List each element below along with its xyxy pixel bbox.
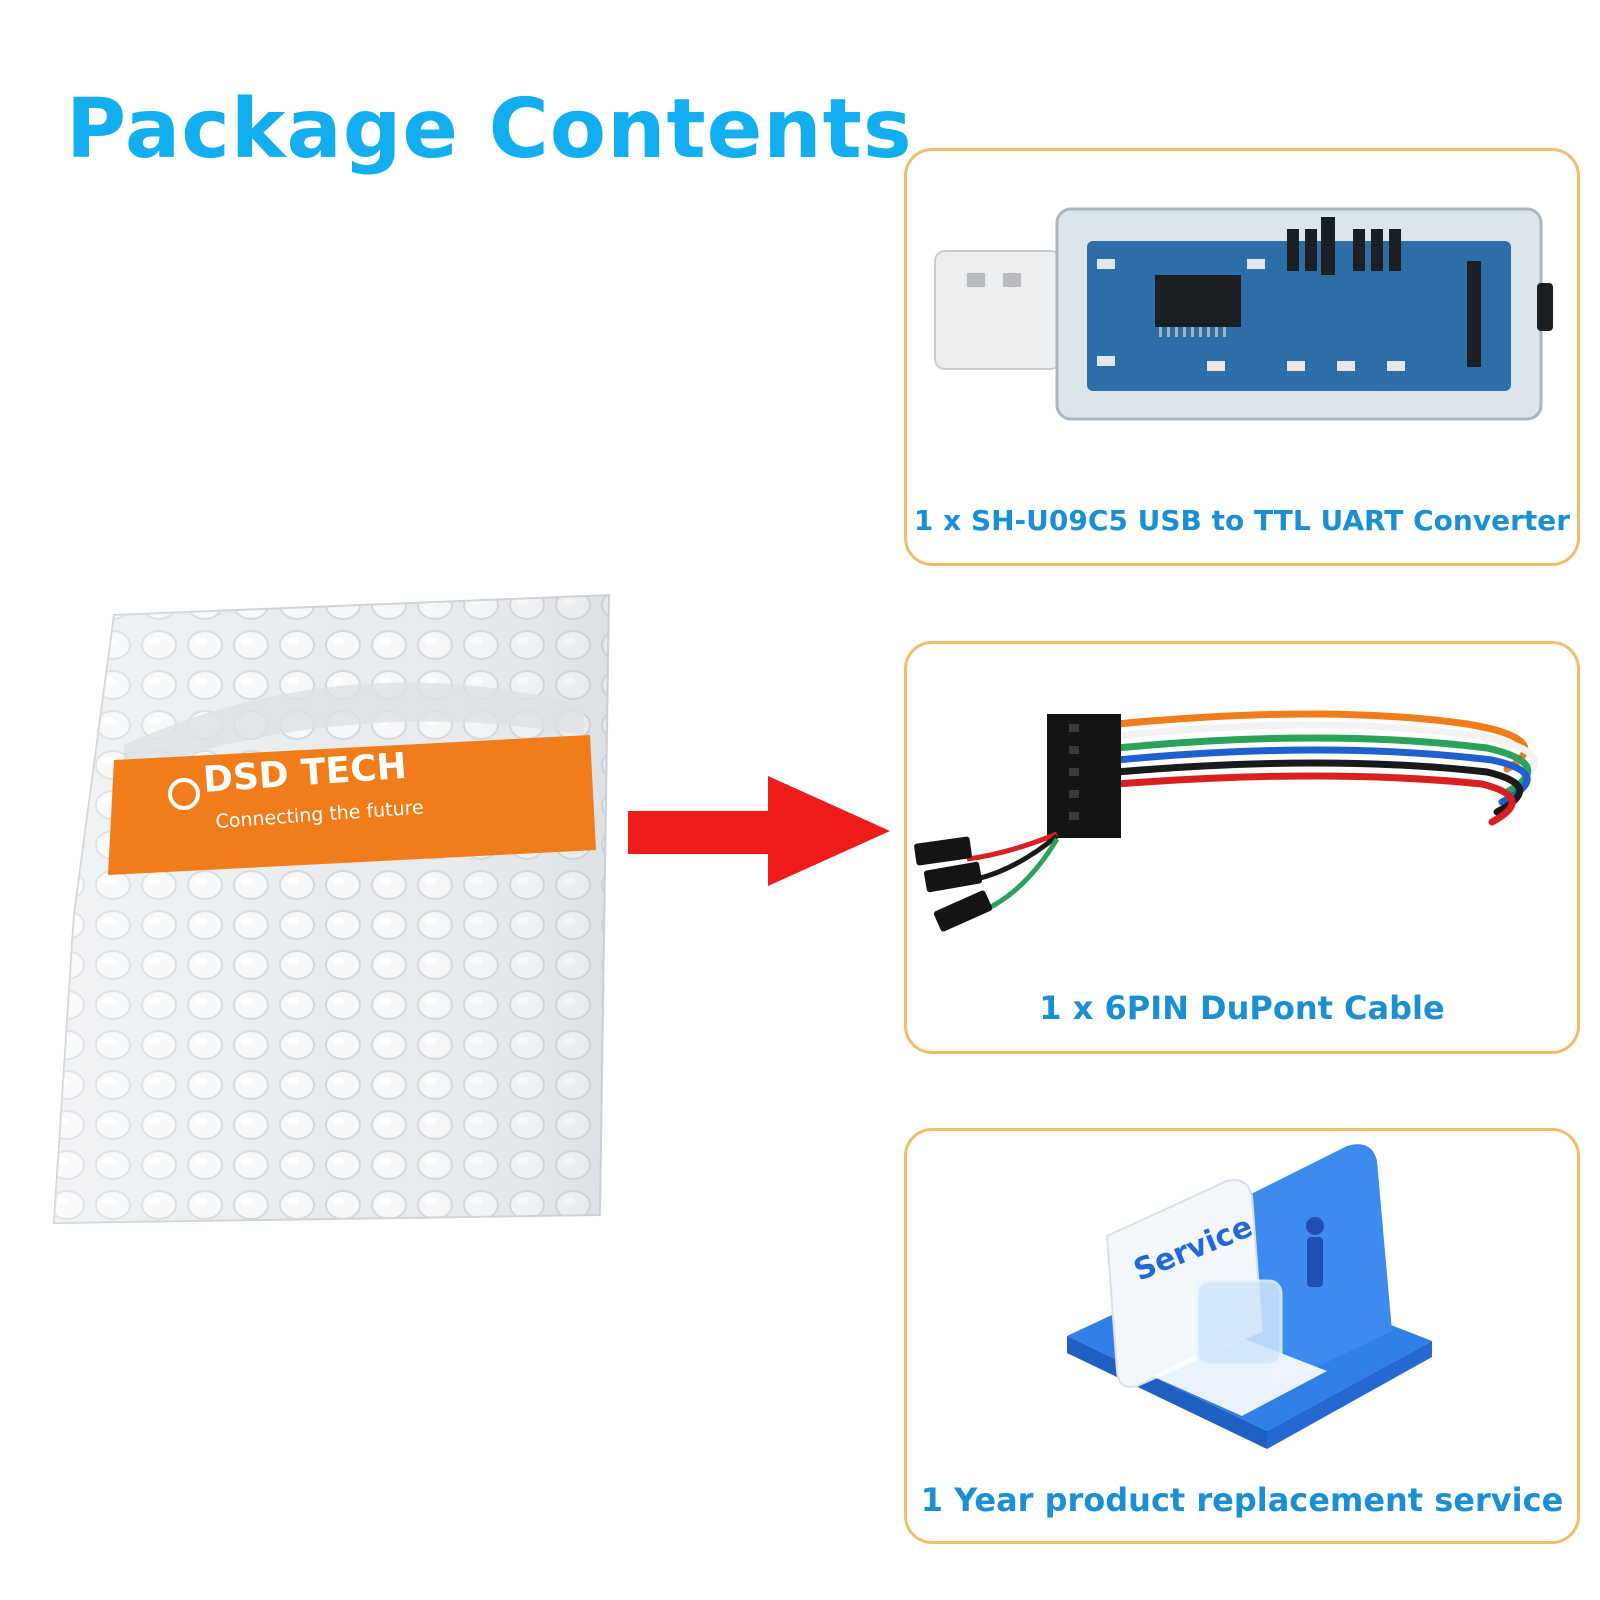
item-label-cable: 1 x 6PIN DuPont Cable — [1039, 989, 1445, 1027]
usb-uart-converter-icon — [934, 207, 1553, 421]
service-icon: Service — [1067, 1144, 1432, 1449]
item-card-service: Service 1 Year product replacement servi… — [904, 1128, 1580, 1544]
item-label-service: 1 Year product replacement service — [920, 1481, 1564, 1519]
right-arrow-icon — [628, 776, 890, 886]
dupont-cable-icon — [914, 710, 1539, 932]
bubble-mailer-pouch-icon: DSD TECH Connecting the future — [52, 593, 611, 1225]
item-card-converter: 1 x SH-U09C5 USB to TTL UART Converter — [904, 148, 1580, 566]
item-label-converter: 1 x SH-U09C5 USB to TTL UART Converter — [913, 504, 1571, 537]
item-card-cable: 1 x 6PIN DuPont Cable — [904, 641, 1580, 1054]
page-title: Package Contents — [66, 82, 913, 177]
